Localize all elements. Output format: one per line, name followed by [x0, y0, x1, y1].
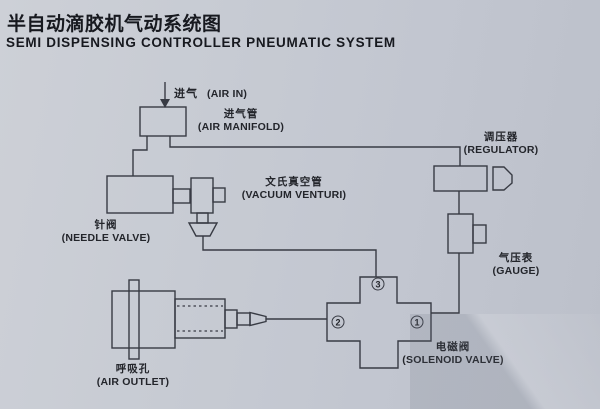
label-air-outlet-zh: 呼吸孔: [115, 363, 151, 375]
label-air-in-en: (AIR IN): [207, 88, 248, 100]
needle-valve-box: [106, 175, 174, 214]
label-air-outlet: 呼吸孔 (AIR OUTLET): [97, 363, 169, 388]
pipe-gauge-to-solenoid: [431, 253, 460, 314]
needle-valve-venturi-connector: [172, 188, 191, 204]
label-air-in: 进气 (AIR IN): [174, 84, 247, 102]
regulator-box: [433, 165, 488, 192]
regulator-knob: [492, 166, 513, 191]
solenoid-port-2-badge: 2: [331, 315, 345, 329]
venturi-side-tab: [212, 187, 226, 203]
label-needle-valve: 针阀 (NEEDLE VALVE): [62, 219, 151, 244]
syringe-flange: [128, 279, 140, 360]
label-solenoid-valve: 电磁阀 (SOLENOID VALVE): [402, 341, 503, 366]
label-gauge-zh: 气压表: [498, 252, 534, 264]
syringe-step: [224, 309, 238, 329]
label-solenoid-valve-zh: 电磁阀: [435, 341, 471, 353]
venturi-funnel: [187, 222, 219, 237]
label-gauge: 气压表 (GAUGE): [493, 252, 540, 277]
syringe-back-cap: [111, 290, 176, 349]
pipe-venturi-to-solenoid: [202, 236, 377, 277]
label-air-in-zh: 进气: [174, 88, 198, 100]
label-vacuum-venturi: 文氏真空管 (VACUUM VENTURI): [242, 176, 347, 201]
label-regulator-zh: 调压器: [483, 131, 519, 143]
gauge-box: [447, 213, 474, 254]
label-air-manifold-zh: 进气管: [223, 108, 259, 120]
label-regulator: 调压器 (REGULATOR): [464, 131, 539, 156]
gauge-side-tab: [472, 224, 487, 244]
label-needle-valve-en: (NEEDLE VALVE): [61, 231, 151, 244]
air-manifold-box: [139, 106, 187, 137]
label-needle-valve-zh: 针阀: [94, 219, 118, 231]
solenoid-port-3-badge: 3: [371, 277, 385, 291]
label-regulator-en: (REGULATOR): [463, 143, 539, 156]
label-air-manifold-en: (AIR MANIFOLD): [197, 120, 285, 133]
page-title-en: SEMI DISPENSING CONTROLLER PNEUMATIC SYS…: [6, 35, 396, 50]
pipe-manifold-to-regulator: [169, 136, 461, 166]
label-gauge-en: (GAUGE): [492, 264, 540, 277]
syringe-tip: [249, 311, 267, 327]
syringe-nozzle: [236, 312, 251, 326]
venturi-body: [190, 177, 214, 214]
label-solenoid-valve-en: (SOLENOID VALVE): [402, 353, 504, 366]
syringe-barrel: [174, 298, 226, 339]
air-in-arrow-head: [160, 99, 170, 108]
solenoid-port-1-badge: 1: [410, 315, 424, 329]
solenoid-valve-cross: [326, 276, 432, 369]
label-vacuum-venturi-en: (VACUUM VENTURI): [241, 188, 347, 201]
label-vacuum-venturi-zh: 文氏真空管: [265, 176, 323, 188]
page-title-zh: 半自动滴胶机气动系统图: [7, 14, 222, 35]
label-air-manifold: 进气管 (AIR MANIFOLD): [198, 108, 284, 133]
label-air-outlet-en: (AIR OUTLET): [96, 375, 170, 388]
venturi-neck: [196, 212, 209, 224]
pipe-manifold-to-needle-valve: [132, 136, 148, 176]
